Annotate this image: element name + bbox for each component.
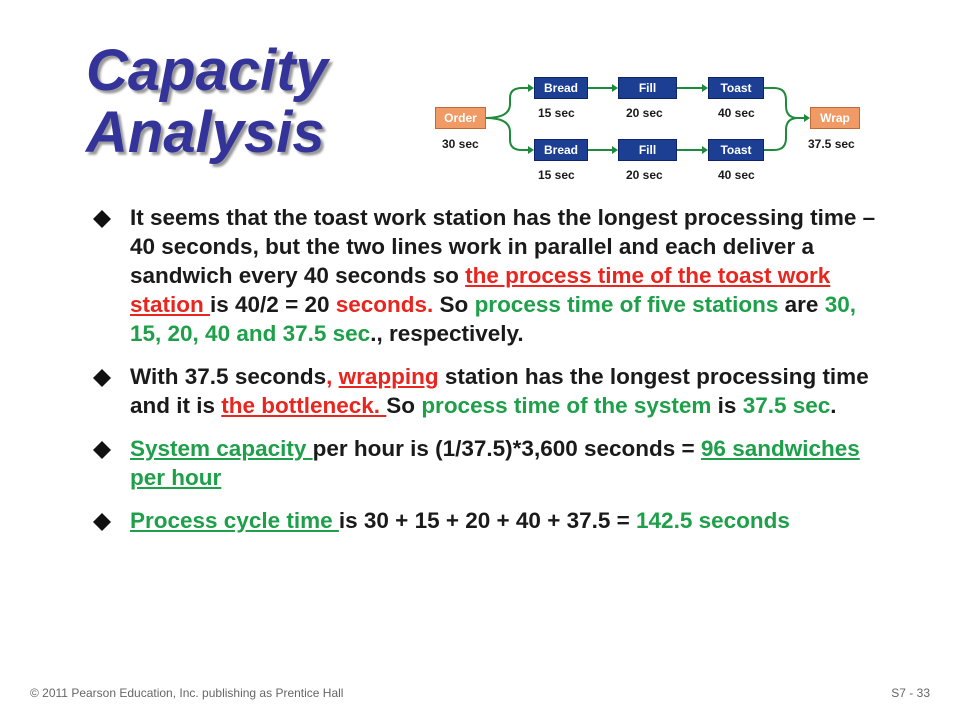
station-wrap: Wrap [810, 107, 860, 129]
footer-slide-number: S7 - 33 [891, 686, 930, 700]
bullet-1-highlight-five-stations: process time of five stations [474, 292, 779, 317]
station-toast-bottom: Toast [708, 139, 764, 161]
station-toast-top: Toast [708, 77, 764, 99]
bullet-1-text-b: is 40/2 = 20 [210, 292, 336, 317]
bullet-2-text-e: . [830, 393, 837, 418]
bullet-3-highlight-result: 96 sandwiches per hour [130, 436, 860, 490]
station-toast-bottom-time: 40 sec [718, 168, 755, 182]
bullet-4-highlight-unit: seconds [692, 508, 790, 533]
bullet-3-highlight-system-capacity: System capacity [130, 436, 313, 461]
bullet-3-text-a: per hour is (1/37.5)*3,600 seconds = [312, 436, 701, 461]
connector-toast-to-wrap-top [764, 87, 804, 119]
connector-order-to-bread-bottom [485, 117, 528, 151]
bullet-4-highlight-value: 142.5 [636, 508, 693, 533]
bullet-2-text-c: So [386, 393, 422, 418]
station-bread-bottom: Bread [534, 139, 588, 161]
bullet-1-highlight-toast-process-time: the process time of the toast work stati… [130, 263, 831, 317]
station-bread-top: Bread [534, 77, 588, 99]
bullet-item: System capacity per hour is (1/37.5)*3,6… [92, 434, 892, 492]
station-fill-top-time: 20 sec [626, 106, 663, 120]
station-fill-top: Fill [618, 77, 677, 99]
station-fill-bottom-time: 20 sec [626, 168, 663, 182]
process-flow-diagram: Order 30 sec Bread 15 sec Fill 20 sec To… [0, 0, 960, 200]
bullet-2-text-a: With 37.5 seconds [130, 364, 327, 389]
station-wrap-time: 37.5 sec [808, 137, 855, 151]
diamond-bullet-icon [93, 369, 111, 387]
station-order-time: 30 sec [442, 137, 479, 151]
slide-title: Capacity Analysis [86, 40, 328, 164]
diamond-bullet-icon [93, 513, 111, 531]
bullet-2-highlight-value: 37.5 sec [742, 393, 831, 418]
bullet-2-text-d: is [711, 393, 743, 418]
bullet-1-text-c: So [433, 292, 475, 317]
station-bread-bottom-time: 15 sec [538, 168, 575, 182]
bullet-1-text-e: ., respectively. [370, 321, 524, 346]
station-toast-top-time: 40 sec [718, 106, 755, 120]
bullet-text: It seems that the toast work station has… [130, 203, 892, 348]
diamond-bullet-icon [93, 441, 111, 459]
connector-toast-to-wrap-bottom [764, 117, 804, 151]
bullet-1-text-a: It seems that the toast work station has… [130, 205, 876, 288]
bullet-4-highlight-cycle-time: Process cycle time [130, 508, 339, 533]
connector-order-to-bread-top [485, 87, 528, 119]
bullet-list: It seems that the toast work station has… [92, 203, 892, 549]
bullet-2-text-b: station has the longest processing time … [130, 364, 869, 418]
footer-copyright: © 2011 Pearson Education, Inc. publishin… [30, 686, 344, 700]
bullet-2-highlight-bottleneck: the bottleneck. [221, 393, 387, 418]
flow-connectors [485, 84, 810, 154]
bullet-item: Process cycle time is 30 + 15 + 20 + 40 … [92, 506, 892, 535]
bullet-item: It seems that the toast work station has… [92, 203, 892, 348]
station-bread-top-time: 15 sec [538, 106, 575, 120]
station-fill-bottom: Fill [618, 139, 677, 161]
bullet-1-highlight-times: 30, 15, 20, 40 and 37.5 sec [130, 292, 856, 346]
bullet-2-highlight-wrapping: wrapping [338, 364, 439, 389]
bullet-text: System capacity per hour is (1/37.5)*3,6… [130, 434, 892, 492]
bullet-2-comma: , [326, 364, 339, 389]
bullet-1-text-d: are [778, 292, 825, 317]
bullet-2-highlight-system-time: process time of the system [421, 393, 712, 418]
bullet-1-highlight-seconds: seconds. [335, 292, 434, 317]
station-order: Order [435, 107, 486, 129]
diamond-bullet-icon [93, 210, 111, 228]
slide-title-line-2: Analysis [86, 100, 325, 165]
slide-title-line-1: Capacity [86, 38, 328, 103]
bullet-item: With 37.5 seconds, wrapping station has … [92, 362, 892, 420]
bullet-4-text-a: is 30 + 15 + 20 + 40 + 37.5 = [338, 508, 637, 533]
bullet-text: Process cycle time is 30 + 15 + 20 + 40 … [130, 506, 892, 535]
bullet-text: With 37.5 seconds, wrapping station has … [130, 362, 892, 420]
